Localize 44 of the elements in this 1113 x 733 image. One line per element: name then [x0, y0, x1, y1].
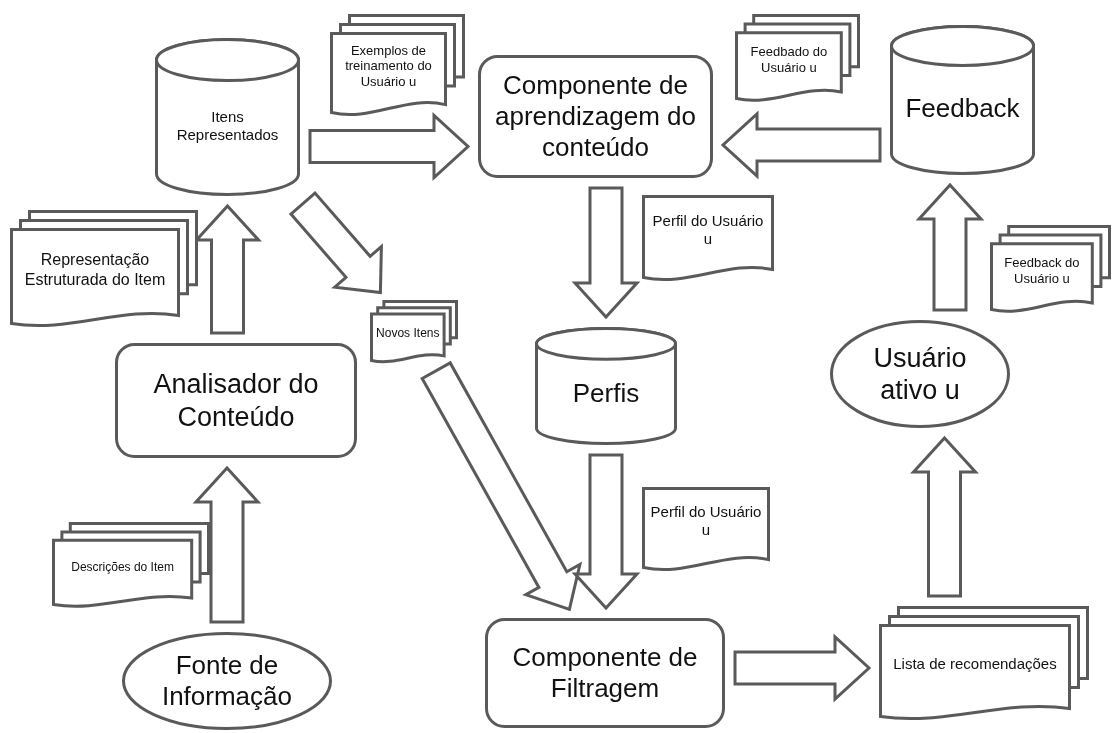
database-cylinder — [155, 38, 300, 196]
document-stack — [990, 225, 1111, 311]
process-box — [485, 618, 725, 728]
block-arrow — [288, 190, 383, 295]
document — [642, 487, 770, 569]
node-label: Feedback — [905, 93, 1020, 125]
node-label: Lista de recomendações — [893, 655, 1057, 673]
ellipse-node — [830, 320, 1010, 428]
block-arrow — [915, 182, 985, 312]
process-box — [478, 55, 713, 178]
document-stack — [735, 14, 860, 100]
block-arrow — [720, 110, 882, 180]
database-cylinder — [890, 25, 1035, 175]
node-label: Itens Representados — [175, 108, 280, 145]
block-arrow — [192, 465, 262, 624]
document-stack — [370, 300, 458, 362]
database-cylinder — [535, 327, 677, 445]
block-arrow — [308, 112, 471, 181]
block-arrow — [420, 360, 583, 612]
block-arrow — [910, 435, 979, 598]
node-label: Exemplos de treinamento do Usuário u — [344, 42, 433, 90]
node-label: Analisador do Conteúdo — [152, 368, 320, 433]
block-arrow — [571, 186, 641, 320]
document — [642, 195, 774, 279]
node-label: Descrições do Item — [71, 559, 174, 575]
ellipse-node — [122, 632, 332, 730]
node-label: Feedback do Usuário u — [1003, 255, 1081, 287]
node-label: Componente de Filtragem — [511, 641, 699, 705]
node-label: Representação Estruturada do Item — [23, 250, 167, 289]
block-arrow — [571, 453, 641, 611]
node-label: Perfil do Usuário u — [651, 212, 765, 248]
process-box — [115, 343, 357, 458]
node-label: Feedbado do Usuário u — [749, 44, 829, 76]
node-label: Componente de aprendizagem do conteúdo — [494, 69, 697, 164]
document-stack — [330, 14, 465, 114]
node-label: Usuário ativo u — [872, 341, 968, 407]
block-arrow — [733, 633, 872, 703]
node-label: Perfis — [572, 377, 640, 409]
node-label: Perfil do Usuário u — [649, 503, 763, 540]
node-label: Novos Itens — [376, 326, 440, 341]
node-label: Fonte de Informação — [160, 649, 293, 713]
document-stack — [879, 606, 1089, 718]
document-stack — [52, 522, 210, 606]
document-stack — [10, 210, 198, 325]
